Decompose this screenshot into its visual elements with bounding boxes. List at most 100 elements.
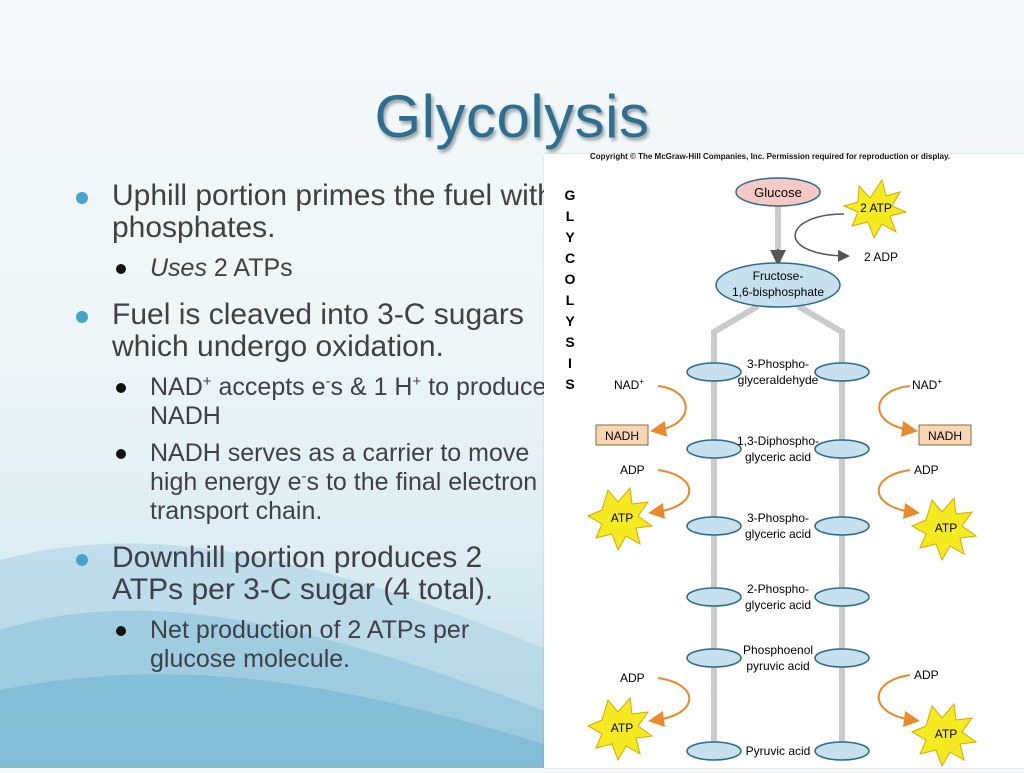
right-side-reactions: NAD+ NADH ADP ATP ADP ATP — [877, 377, 978, 768]
side-letters: G L Y C O L Y S I S — [565, 187, 576, 392]
side-letter: L — [566, 292, 575, 308]
uses-italic: Uses — [150, 254, 207, 282]
side-letter: Y — [565, 229, 575, 245]
bullet-text: Fuel is cleaved into 3-C sugars which un… — [112, 298, 524, 363]
nad-label-left: NAD+ — [614, 377, 644, 392]
sub-bullet-net-production: Net production of 2 ATPs per glucose mol… — [114, 616, 556, 674]
nadh-label-right: NADH — [928, 429, 962, 443]
sub-bullet-dot — [116, 449, 126, 459]
step-label: glyceraldehyde — [738, 373, 819, 387]
nadh-label-left: NADH — [605, 429, 639, 443]
pathway-node-right — [814, 741, 870, 761]
pipe-left — [711, 303, 760, 754]
pathway-node-right — [814, 362, 870, 382]
adp-output-label: 2 ADP — [864, 250, 898, 264]
f16bp-node — [715, 262, 841, 308]
pathway-node-left — [686, 741, 742, 761]
carrier-sup1: - — [301, 468, 307, 485]
sub-bullet-dot — [116, 626, 126, 636]
pathway-nodes — [686, 362, 870, 761]
bullet-dot — [76, 554, 88, 566]
step-label: glyceric acid — [745, 527, 811, 541]
adp-label-right-1: ADP — [914, 463, 939, 477]
adp-label-right-2: ADP — [914, 668, 939, 682]
nad-part4: to produce NADH — [150, 373, 547, 430]
atp-label-right-2: ATP — [935, 727, 957, 741]
step-label: 1,3-Diphospho- — [737, 434, 819, 448]
pathway-node-left — [686, 516, 742, 536]
f16bp-label-line1: Fructose- — [753, 269, 804, 283]
nad-part3: s & 1 H — [330, 373, 413, 401]
sub-bullet-nadh-carrier: NADH serves as a carrier to move high en… — [114, 439, 556, 526]
side-letter: S — [565, 376, 574, 392]
sub-bullet-text: 2 ATPs — [206, 254, 293, 282]
f16bp-label-line2: 1,6-bisphosphate — [732, 285, 824, 299]
pathway-pipes — [711, 206, 845, 754]
glucose-label: Glucose — [754, 185, 802, 200]
pathway-node-left — [686, 362, 742, 382]
adp-arrow-right-1 — [877, 469, 920, 519]
step-label: Phosphoenol — [743, 643, 813, 657]
side-letter: L — [566, 208, 575, 224]
bullet-downhill: Downhill portion produces 2 ATPs per 3-C… — [76, 542, 556, 606]
side-letter: S — [565, 334, 574, 350]
glucose-node — [735, 177, 821, 207]
pathway-node-left — [686, 587, 742, 607]
step-label: 2-Phospho- — [747, 582, 809, 596]
bullet-uphill: Uphill portion primes the fuel with phos… — [76, 180, 556, 244]
step-label: Pyruvic acid — [746, 744, 811, 758]
glycolysis-figure: G L Y C O L Y S I S Glucose 2 ATP 2 ADP … — [544, 154, 1024, 768]
side-letter: I — [568, 355, 572, 371]
slide-title: Glycolysis — [374, 83, 650, 150]
side-letter: O — [565, 271, 576, 287]
nad-label-right: NAD+ — [912, 377, 942, 392]
atp-star-left-2 — [586, 696, 654, 762]
side-letter: C — [565, 250, 575, 266]
pathway-node-right — [814, 439, 870, 459]
nad-arrow-left — [650, 385, 687, 437]
adp-arrow-left-1 — [648, 469, 691, 519]
bullet-cleaved: Fuel is cleaved into 3-C sugars which un… — [76, 299, 556, 363]
side-letter: Y — [565, 313, 575, 329]
pathway-node-left — [686, 648, 742, 668]
pathway-node-right — [814, 648, 870, 668]
sub-bullet-dot — [116, 264, 126, 274]
atp-star-left-1 — [586, 486, 654, 552]
atp-label-right-1: ATP — [935, 521, 957, 535]
step-labels: 3-Phospho-glyceraldehyde 1,3-Diphospho-gl… — [737, 357, 819, 758]
step-label: 3-Phospho- — [747, 511, 809, 525]
sub-bullet-dot — [116, 383, 126, 393]
bullet-list: Uphill portion primes the fuel with phos… — [76, 180, 556, 682]
atp-input-star — [842, 178, 908, 240]
adp-arrow-right-2 — [877, 674, 920, 727]
nad-part1: NAD — [150, 373, 203, 401]
atp-label-left-1: ATP — [611, 511, 633, 525]
pipe-right — [796, 303, 845, 754]
left-side-reactions: NAD+ NADH ADP ATP ADP ATP — [586, 377, 691, 762]
adp-label-left-2: ADP — [620, 671, 645, 685]
adp-arrow-left-2 — [648, 677, 691, 727]
step-label: 3-Phospho- — [747, 357, 809, 371]
sub-bullet-uses-atps: Uses 2 ATPs — [114, 254, 556, 283]
nad-arrow-right — [878, 385, 918, 437]
pathway-node-right — [814, 516, 870, 536]
atp-input-curve — [794, 213, 850, 262]
step-label: pyruvic acid — [746, 659, 809, 673]
copyright-notice: Copyright © The McGraw-Hill Companies, I… — [590, 152, 951, 161]
carrier-part1: NADH serves as a carrier to move high en… — [150, 439, 530, 496]
step-label: glyceric acid — [745, 598, 811, 612]
atp-label-left-2: ATP — [611, 721, 633, 735]
carrier-part2: s to the final electron transport chain. — [150, 468, 538, 525]
bullet-text: Downhill portion produces 2 ATPs per 3-C… — [112, 541, 494, 606]
atp-star-right-1 — [910, 496, 978, 562]
sub-bullet-nad: NAD+ accepts e-s & 1 H+ to produce NADH — [114, 373, 556, 431]
glycolysis-diagram: G L Y C O L Y S I S Glucose 2 ATP 2 ADP … — [565, 177, 978, 768]
nad-sup3: + — [412, 373, 422, 390]
nad-sup1: + — [202, 373, 212, 390]
nadh-box-left — [595, 424, 649, 446]
pathway-node-left — [686, 439, 742, 459]
atp-input-label: 2 ATP — [860, 201, 892, 215]
nad-sup2: - — [325, 373, 331, 390]
atp-star-right-2 — [910, 702, 978, 768]
step-label: glyceric acid — [745, 450, 811, 464]
